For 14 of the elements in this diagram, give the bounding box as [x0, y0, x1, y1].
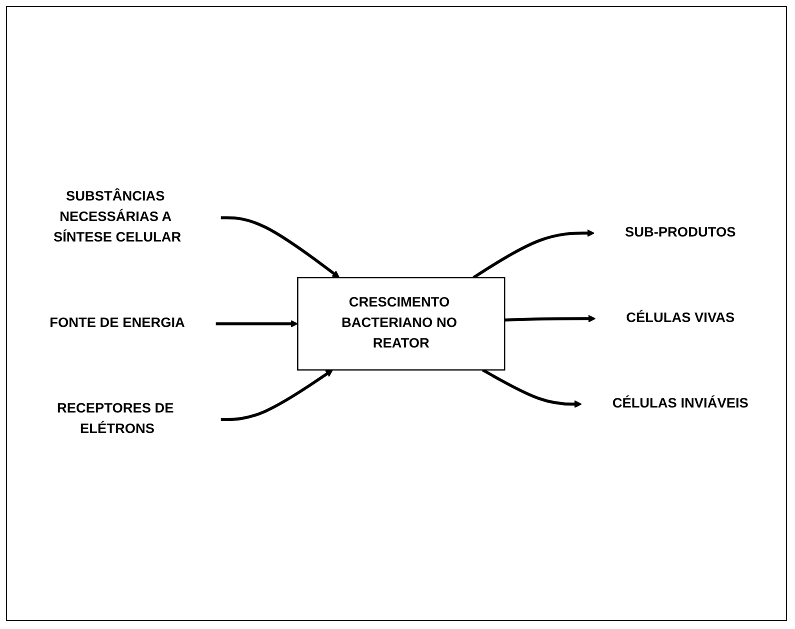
- arrow: [220, 216, 340, 278]
- arrow: [504, 314, 596, 322]
- node-text: SUB-PRODUTOS: [624, 225, 736, 240]
- node-text: FONTE DE ENERGIA: [50, 316, 185, 331]
- arrow: [220, 370, 334, 421]
- arrow: [216, 320, 298, 328]
- node-text: RECEPTORES DE ELÉTRONS: [56, 402, 174, 437]
- diagram-frame: SUBSTÂNCIAS NECESSÁRIAS A SÍNTESE CELULAR FONTE DE ENERGIA RECEPTORES DE ELÉTRONS CRESCIMENTO BACTERIANO NO REATOR SUB-PRODUTOS CÉLULAS VIVAS CÉLULAS INVIÁVEIS: [6, 6, 787, 621]
- arrow: [482, 368, 582, 408]
- node-text: CÉLULAS VIVAS: [626, 310, 735, 326]
- arrow: [472, 229, 595, 279]
- node-text: SUBSTÂNCIAS NECESSÁRIAS A SÍNTESE CELULAR: [53, 190, 182, 246]
- node-text: CÉLULAS INVIÁVEIS: [612, 396, 748, 411]
- node-box: [297, 276, 506, 371]
